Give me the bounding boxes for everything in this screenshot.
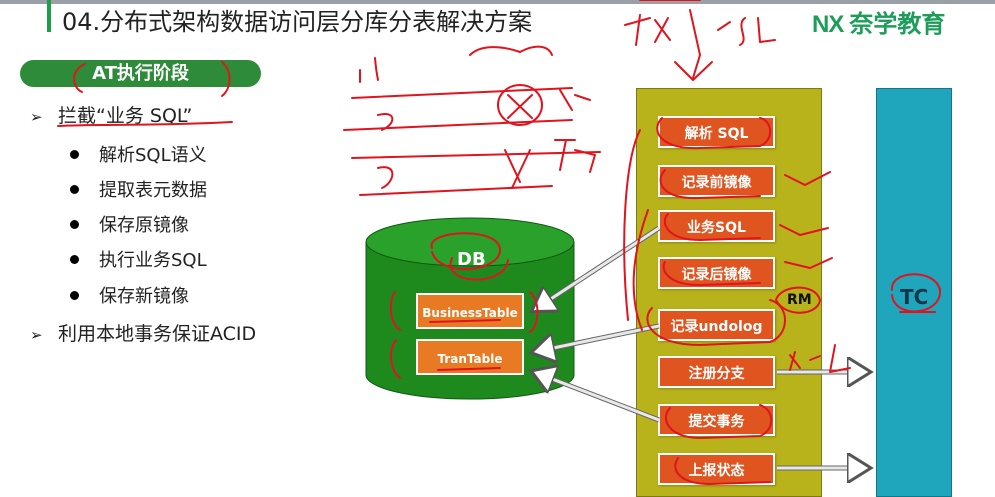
sub-bullet-label: 保存新镜像 — [99, 286, 189, 307]
connector-commit-to-trantable — [534, 372, 660, 423]
arrow-bullet-icon: ➢ — [30, 326, 43, 344]
page-title: 04.分布式架构数据访问层分库分表解决方案 — [62, 8, 533, 36]
sub-bullet-item: 解析SQL语义 — [70, 141, 207, 167]
bullet-dot-icon — [70, 290, 79, 300]
bullet-dot-icon — [70, 149, 79, 159]
sub-bullet-label: 解析SQL语义 — [99, 145, 207, 166]
logo-mark: NX — [812, 11, 844, 38]
sub-bullet-item: 提取表元数据 — [70, 176, 207, 202]
rm-step-before-image: 记录前镜像 — [658, 165, 775, 197]
rm-step-undolog: 记录undolog — [658, 309, 775, 341]
bullet-intercept-label: 拦截“业务 SQL” — [58, 105, 193, 127]
bullet-local-transaction: ➢ 利用本地事务保证ACID — [30, 319, 256, 346]
connector-business-sql-to-table — [534, 225, 661, 310]
sub-bullet-label: 提取表元数据 — [99, 180, 207, 201]
tc-label: TC — [900, 285, 929, 309]
rm-step-commit: 提交事务 — [658, 404, 775, 436]
connector-undolog-to-trantable — [534, 323, 660, 352]
bullet-dot-icon — [70, 184, 79, 194]
rm-label: RM — [787, 292, 812, 308]
logo-text: 奈学教育 — [849, 10, 946, 38]
business-table: BusinessTable — [416, 293, 524, 329]
bullet-local-transaction-label: 利用本地事务保证ACID — [58, 323, 257, 345]
sub-bullet-label: 保存原镜像 — [99, 215, 189, 236]
rm-step-register-branch: 注册分支 — [658, 356, 775, 388]
top-divider — [0, 0, 995, 4]
arrow-bullet-icon: ➢ — [30, 108, 43, 126]
sub-bullet-item: 执行业务SQL — [70, 246, 207, 272]
db-label: DB — [457, 249, 486, 270]
phase-badge: AT执行阶段 — [20, 60, 261, 87]
bullet-dot-icon — [70, 219, 79, 229]
sub-bullet-item: 保存新镜像 — [70, 282, 189, 308]
bullet-dot-icon — [70, 254, 79, 264]
sub-bullet-item: 保存原镜像 — [70, 211, 189, 237]
sub-bullet-label: 执行业务SQL — [99, 250, 207, 271]
bullet-intercept: ➢ 拦截“业务 SQL” — [30, 101, 192, 128]
title-accent-bar — [47, 0, 51, 32]
handwritten-annotations — [57, 0, 942, 485]
